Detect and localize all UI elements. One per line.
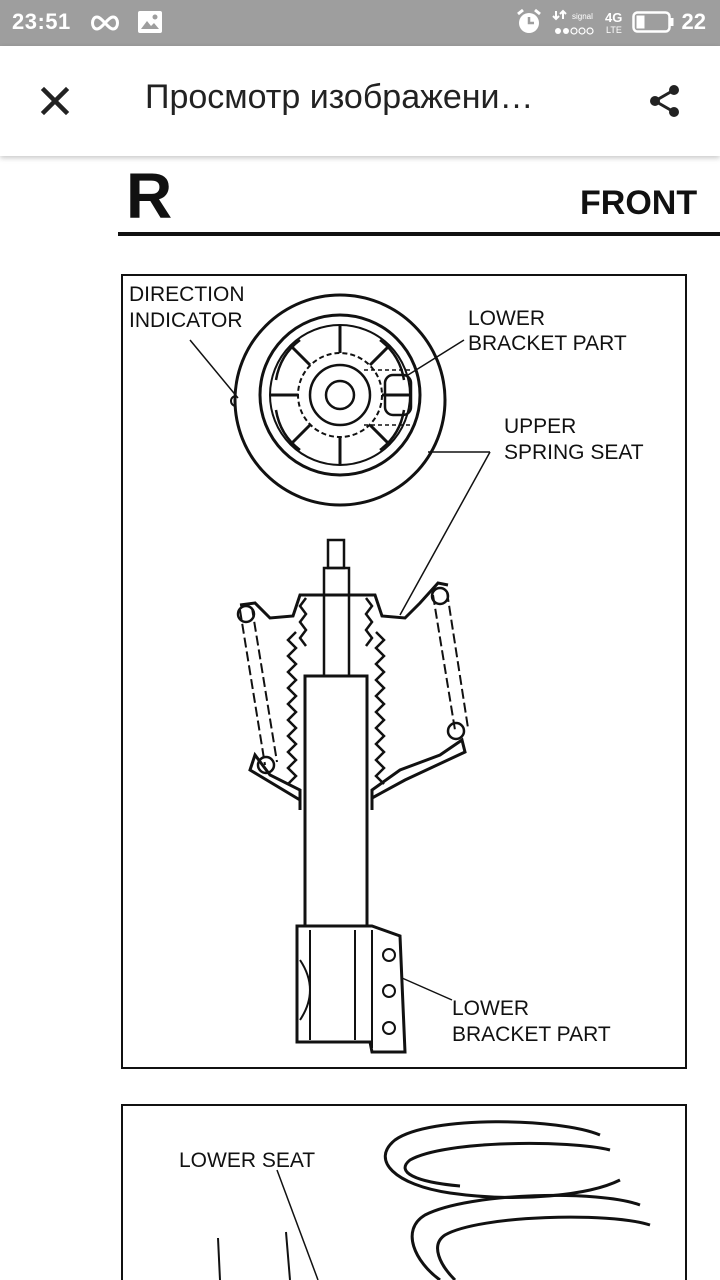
network-type: 4G	[605, 10, 623, 25]
share-button[interactable]	[630, 66, 700, 136]
label-lower-bracket-top-line2: BRACKET PART	[468, 332, 627, 355]
app-bar: Просмотр изображени…	[0, 46, 720, 156]
share-icon	[650, 85, 679, 117]
label-direction-line1: DIRECTION	[129, 283, 245, 306]
header-rule	[118, 232, 720, 236]
label-upper-spring-line1: UPPER	[504, 415, 576, 438]
image-viewer[interactable]: R FRONT	[0, 156, 720, 1280]
page-title: Просмотр изображени…	[145, 78, 534, 116]
section-header: FRONT	[580, 184, 697, 222]
strut-diagram-image: R FRONT	[118, 160, 720, 1280]
leader-lines	[189, 339, 491, 1280]
image-notification-icon	[138, 11, 162, 33]
battery-icon	[632, 11, 674, 33]
network-subtype: LTE	[606, 25, 622, 35]
signal-icon: signal	[552, 9, 594, 35]
infinity-icon	[91, 15, 119, 31]
battery-level: 22	[681, 9, 706, 34]
label-lower-seat: LOWER SEAT	[179, 1149, 315, 1172]
close-button[interactable]	[20, 66, 90, 136]
close-icon	[40, 86, 70, 116]
section-letter: R	[126, 160, 172, 232]
label-lower-bracket-bottom-line2: BRACKET PART	[452, 1023, 611, 1046]
coil-spring	[217, 1120, 651, 1280]
label-direction-line2: INDICATOR	[129, 309, 243, 332]
label-upper-spring-line2: SPRING SEAT	[504, 441, 644, 464]
label-lower-bracket-top-line1: LOWER	[468, 307, 545, 330]
alarm-icon	[517, 8, 541, 33]
figure-1-frame	[121, 274, 687, 1069]
figure-2-frame	[121, 1104, 687, 1280]
label-lower-bracket-bottom-line1: LOWER	[452, 997, 529, 1020]
mount-top-view	[230, 293, 447, 507]
status-bar: 23:51 signal 4G LTE 22	[0, 0, 720, 46]
signal-small-label: signal	[572, 12, 593, 21]
status-time: 23:51	[12, 9, 71, 34]
strut-side-view	[236, 538, 469, 1054]
